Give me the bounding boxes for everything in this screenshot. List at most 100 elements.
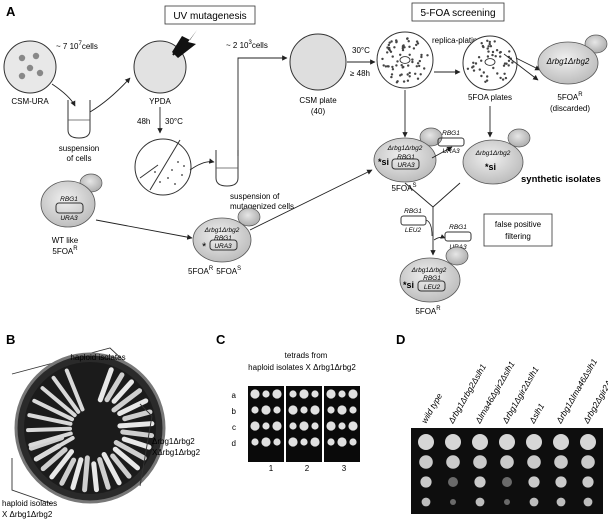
growth-spot [420,476,432,488]
ura-plasmid-arrow [433,234,446,241]
isolate-streak [111,379,134,404]
growth-spot [445,434,461,450]
bottom-gene: RBG1 [423,275,441,282]
uv-mutagenesis-box [164,5,256,25]
panel-d-spots [418,434,596,507]
growth-spot [529,497,539,507]
tetrad-colony [261,437,271,447]
colony-dot [415,40,419,43]
colony-dot [406,73,409,76]
colony-dot [480,42,483,45]
isolate-streak [101,451,122,486]
colony-dot [401,46,404,50]
colony-dot [486,47,489,50]
colony-dot [414,72,417,76]
panel-c-title-line2: haploid isolates X Δrbg1Δrbg2 [248,363,356,372]
arrow-foa-to-discarded [515,57,541,71]
tetrad-colony [272,421,282,431]
colony-dot [482,45,485,49]
colony-dot [408,45,411,48]
panel-a-letter: A [6,4,16,19]
arrow-foa-to-discarded-2 [503,53,539,81]
isolate-streak [97,367,114,403]
tetrad-colony [326,389,336,399]
colony-dot [390,40,393,43]
tetrad-colony [337,437,347,447]
colony-dot [507,64,510,67]
colony-dot [423,67,426,70]
growth-spot [473,455,487,469]
panel-b-right-line2: XΔrbg1Δrbg2 [152,448,201,457]
isolate-streak [112,446,140,471]
colony-dot [387,43,390,47]
colony-dot [488,42,491,46]
csm-plate-label: CSM plate [299,96,337,105]
tetrad-colony [338,390,346,398]
isolate-streak [64,368,85,412]
colony-dot [416,42,420,45]
colony-dot [494,55,497,58]
tetrad-colony [261,405,271,415]
colony-dot [484,80,487,84]
arrow-petri-to-tube [189,158,215,171]
colony-dot [411,60,414,64]
colony-dot [472,65,475,68]
colony-dot [406,79,410,82]
growth-spot [475,497,485,507]
growth-spot [582,476,594,488]
growth-spot [556,497,566,507]
discarded-label: (discarded) [550,104,590,113]
panel-b-bottom-line1: haploid isolates [2,499,57,508]
growth-spot [502,477,512,487]
plate-streaks [26,367,155,493]
tetrad-colony [289,422,297,430]
growth-spot [446,455,460,469]
tetrad-colony [349,406,357,414]
synthetic-strain: Δrbg1Δrbg2 [475,150,511,157]
colony-dot [386,46,389,49]
colony-dot [399,53,402,56]
colony-dot [396,60,399,63]
mid-strain: Δrbg1Δrbg2 [204,227,240,234]
colony-dot [390,73,394,76]
colony-dot [388,49,392,52]
colony-dot [408,75,411,78]
panel-d-letter: D [396,332,405,347]
colony-dot [415,65,418,68]
arrow-wt-to-mid [95,219,193,240]
tetrad-colony [299,389,309,399]
csm-plate [289,33,347,91]
growth-spot [580,434,596,450]
colony-dot [503,62,507,65]
colony-dot [503,72,506,76]
row-label-a: a [232,391,237,400]
colony-dot [502,64,506,67]
panel-b-bottom-line2: X Δrbg1Δrbg2 [2,510,53,519]
panel-c-letter: C [216,332,226,347]
wt-like-cell [40,173,103,228]
colony-dot [411,58,414,61]
isolate-streak [26,426,73,433]
center-cell [373,127,443,183]
spread-petri-dish [134,138,192,196]
false-positive-line1: false positive [495,220,542,229]
tetrad-colony [251,406,259,414]
mutagenized-tube [215,150,239,187]
foa-screening-label: 5-FOA screening [420,8,495,19]
arrow-suspension-to-ypda [89,77,131,113]
isolate-streak [120,429,155,439]
panel-b-photo [11,347,166,505]
tetrad-colony [311,422,319,430]
panel-b-letter: B [6,332,15,347]
time-48h-label: 48h [137,117,150,126]
tetrad-colony [251,438,259,446]
suspension-tube [67,100,91,139]
growth-spot [527,455,541,469]
colony-dot [480,74,483,78]
colony-dot [511,61,514,64]
bottom-si: *si [403,280,414,290]
growth-spot [526,434,542,450]
tetrad-colony [273,438,281,446]
